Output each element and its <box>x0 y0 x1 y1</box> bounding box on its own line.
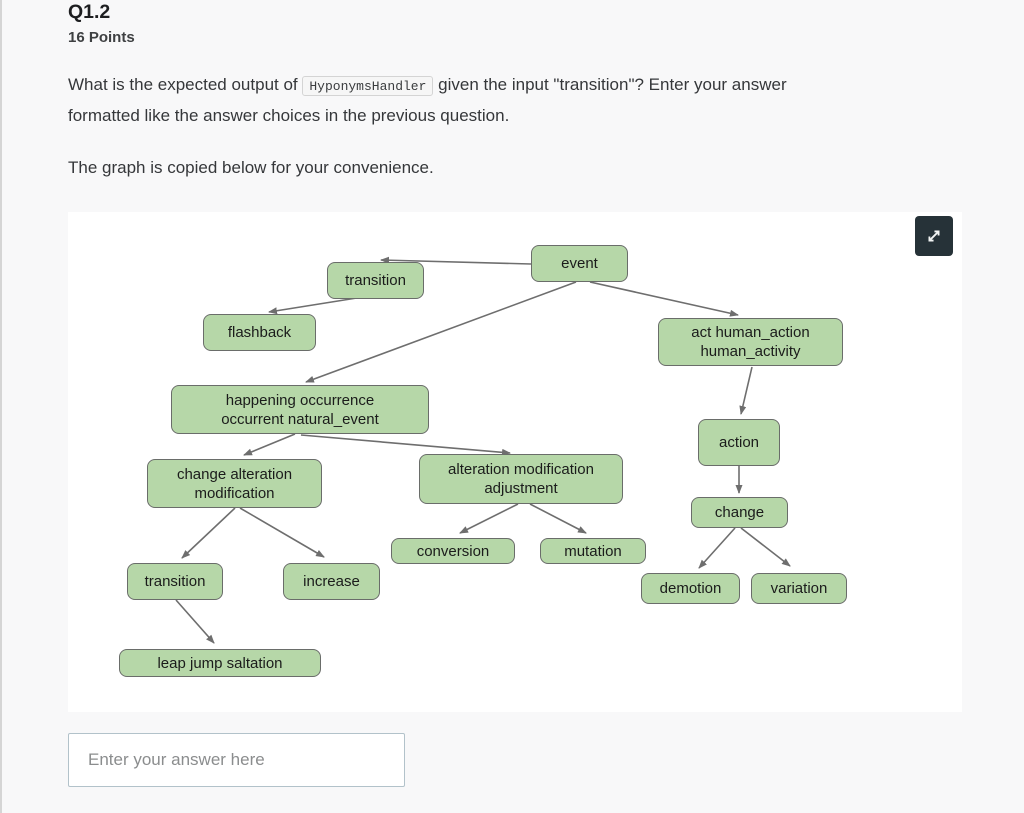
question-prompt: What is the expected output of HyponymsH… <box>68 71 948 130</box>
answer-input[interactable] <box>68 733 405 787</box>
edge-change-variation <box>740 527 791 567</box>
node-variation: variation <box>751 573 847 604</box>
edge-act-action <box>739 366 753 415</box>
edge-happening-change-alteration <box>243 433 296 456</box>
prompt-text-after: given the input "transition"? Enter your… <box>433 75 787 94</box>
node-change: change <box>691 497 788 528</box>
node-conversion: conversion <box>391 538 515 564</box>
edge-alteration-adjustment-conversion <box>459 503 519 534</box>
edge-event-happening <box>305 281 577 383</box>
edge-event-transition <box>380 256 532 265</box>
answer-box <box>68 733 405 787</box>
node-increase: increase <box>283 563 380 600</box>
edge-change-alteration-increase <box>239 507 325 558</box>
node-event: event <box>531 245 628 282</box>
node-alteration-adjustment: alteration modification adjustment <box>419 454 623 504</box>
expand-icon <box>928 230 940 242</box>
question-number: Q1.2 <box>68 1 111 23</box>
prompt-text-before: What is the expected output of <box>68 75 303 94</box>
graph-panel: event transition flashback act human_act… <box>68 212 962 712</box>
prompt-text-line2: formatted like the answer choices in the… <box>68 105 510 125</box>
node-demotion: demotion <box>641 573 740 604</box>
node-change-alteration: change alteration modification <box>147 459 322 508</box>
node-transition-bottom: transition <box>127 563 223 600</box>
node-leap: leap jump saltation <box>119 649 321 677</box>
node-action: action <box>698 419 780 466</box>
graph-note: The graph is copied below for your conve… <box>68 158 434 177</box>
graph-edges <box>175 256 791 644</box>
edge-change-demotion <box>698 527 736 569</box>
question-points: 16 Points <box>68 29 135 46</box>
edge-event-act <box>589 281 739 317</box>
inline-code: HyponymsHandler <box>302 76 434 96</box>
node-act: act human_action human_activity <box>658 318 843 366</box>
node-mutation: mutation <box>540 538 646 564</box>
edge-transition-flashback <box>268 296 364 315</box>
expand-graph-button[interactable] <box>915 216 953 256</box>
edge-transition-leap <box>175 599 215 644</box>
edge-happening-alteration-adjustment <box>300 434 511 456</box>
node-flashback: flashback <box>203 314 316 351</box>
node-happening: happening occurrence occurrent natural_e… <box>171 385 429 434</box>
edge-alteration-adjustment-mutation <box>529 503 587 534</box>
edge-change-alteration-transition <box>181 507 236 559</box>
node-transition-top: transition <box>327 262 424 299</box>
